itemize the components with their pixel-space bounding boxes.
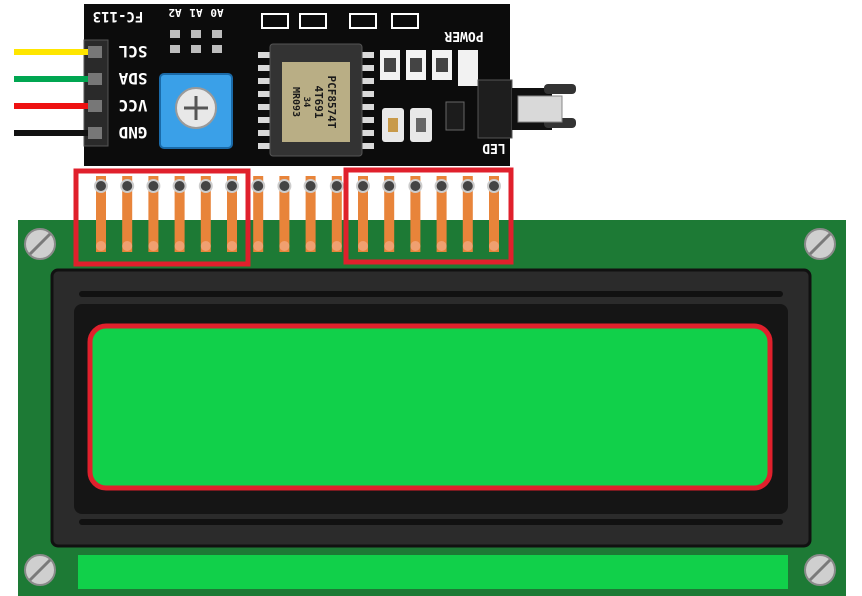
wire-sda [14,73,102,85]
header-pin-1 [94,176,108,252]
header-pin-16 [487,176,501,252]
wire-gnd [14,127,102,139]
screw-bottom-right [804,554,836,586]
header-pin-11 [356,176,370,252]
chip-label-3: 34 [301,97,311,108]
pin-label-scl: SCL [119,42,148,61]
led-label: LED [482,140,506,155]
header-pin-7 [251,176,266,252]
ic-chip: PCF8574T 4T691 34 MR093 [258,43,374,157]
header-pin-10 [329,176,344,252]
header-pin-13 [408,176,423,252]
header-pin-2 [120,176,135,252]
header-pin-3 [146,176,161,252]
board-id-label: FC-113 [93,8,144,24]
pin-group-highlight-right [343,167,514,265]
header-pin-5 [198,176,213,252]
screw-bottom-left [24,554,56,586]
header-pin-9 [303,176,318,252]
pin-label-vcc: VCC [119,96,148,115]
pin-label-sda: SDA [118,69,147,88]
lcd-screen [87,323,773,491]
led-jumper [477,79,576,139]
pin-group-highlight-left [73,168,251,267]
chip-label-1: PCF8574T [325,76,338,129]
smd-pads-top [261,13,419,29]
address-pin-a2: A2 [168,6,181,19]
header-pin-6 [225,176,239,252]
power-label: POWER [444,28,483,43]
header-pin-12 [382,176,397,252]
header-pin-4 [172,176,187,252]
header-pins [94,176,501,252]
wire-scl [14,46,102,58]
header-pin-15 [460,176,475,252]
screw-top-left [24,228,56,260]
header-pin-8 [277,176,292,252]
chip-label-2: 4T691 [312,85,325,118]
chip-label-4: MR093 [290,87,301,117]
wires [14,46,102,139]
address-pads [170,30,222,53]
wire-vcc [14,100,102,112]
potentiometer [159,73,233,149]
lcd-bottom-strip [78,555,788,589]
pin-label-gnd: GND [119,123,148,142]
header-pin-14 [434,176,449,252]
address-pin-a1: A1 [189,6,203,19]
screw-top-right [804,228,836,260]
smd-components-right [380,50,478,142]
address-pin-a0: A0 [210,6,223,19]
